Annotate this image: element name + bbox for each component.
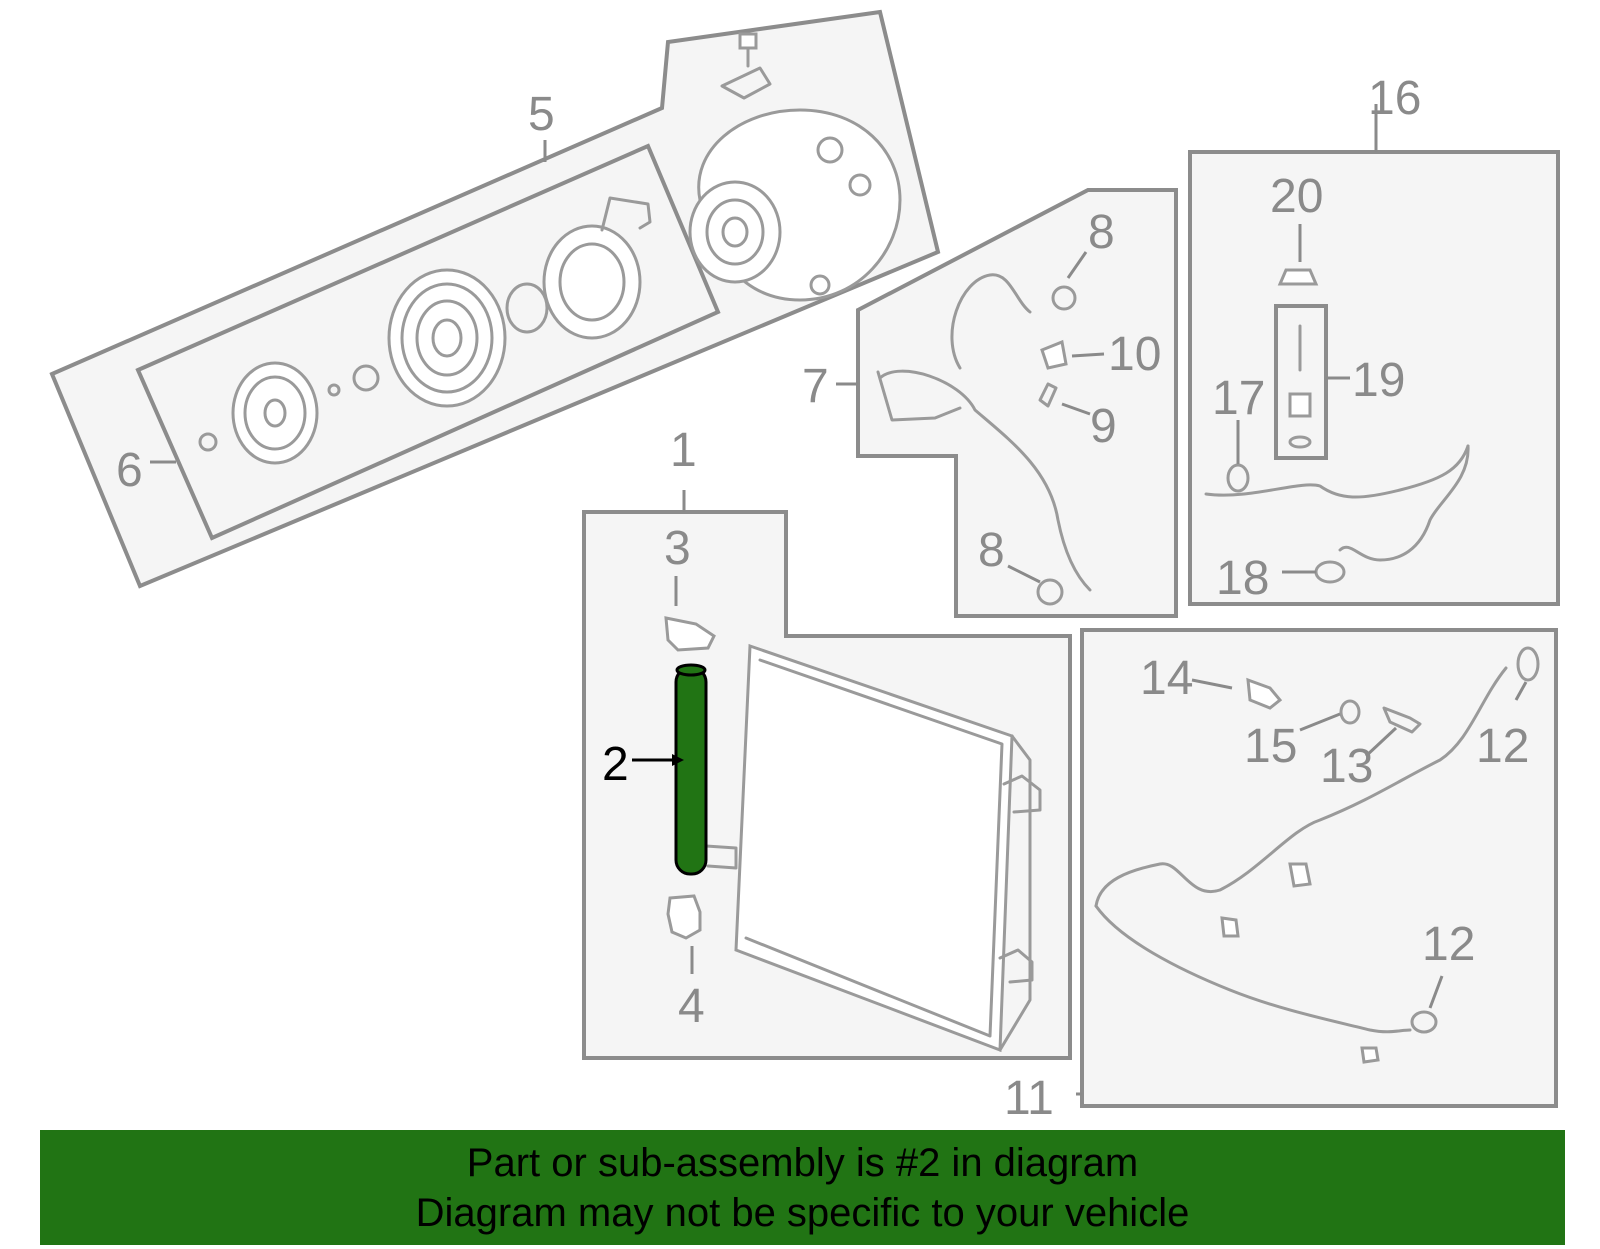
callout-14: 14 [1140, 652, 1193, 705]
callout-9: 9 [1090, 400, 1117, 453]
callout-17: 17 [1212, 372, 1265, 425]
liquid-line-group: 16 20 19 17 18 [1188, 72, 1560, 606]
receiver-drier-highlight [674, 666, 708, 876]
callout-18: 18 [1216, 552, 1269, 605]
callout-8-top: 8 [1088, 206, 1115, 259]
discharge-hose-box [856, 188, 1178, 618]
callout-12-bottom: 12 [1422, 918, 1475, 971]
callout-13: 13 [1320, 740, 1373, 793]
banner-line-2: Diagram may not be specific to your vehi… [415, 1190, 1190, 1235]
callout-7: 7 [802, 360, 829, 413]
callout-10: 10 [1108, 328, 1161, 381]
callout-11: 11 [1004, 1072, 1054, 1125]
callout-5: 5 [528, 88, 555, 141]
callout-20: 20 [1270, 170, 1323, 223]
callout-1: 1 [670, 424, 697, 477]
banner-line-1: Part or sub-assembly is #2 in diagram [466, 1140, 1139, 1185]
callout-8-bottom: 8 [978, 524, 1005, 577]
callout-16: 16 [1368, 72, 1421, 125]
compressor-body [688, 32, 902, 302]
callout-15: 15 [1244, 720, 1297, 773]
callout-2: 2 [602, 738, 629, 791]
info-banner: Part or sub-assembly is #2 in diagram Di… [40, 1130, 1565, 1245]
discharge-hose-group: 7 8 10 9 8 [802, 188, 1178, 618]
condenser-group: 1 3 2 4 [582, 424, 1072, 1060]
callout-3: 3 [664, 522, 691, 575]
clutch-parts [198, 196, 652, 465]
callout-19: 19 [1352, 354, 1405, 407]
hose-assembly-group: 11 14 15 13 12 12 [1004, 628, 1558, 1125]
callout-6: 6 [116, 444, 143, 497]
liquid-line-box [1188, 150, 1560, 606]
hose-assembly-box [1080, 628, 1558, 1108]
callout-4: 4 [678, 980, 705, 1033]
compressor-assembly-group: 5 6 [49, 9, 941, 589]
callout-12-top: 12 [1476, 720, 1529, 773]
